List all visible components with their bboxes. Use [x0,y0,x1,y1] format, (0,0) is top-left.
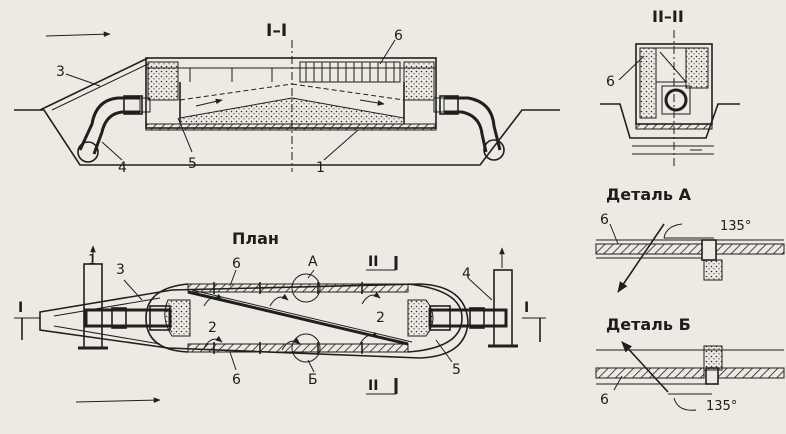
detail-b-flow-arrow [621,341,669,393]
detail-a-title: Деталь А [606,185,692,204]
sand-fill-left [147,61,179,101]
detail-a-flow-arrow [617,223,665,293]
flow-arrow-plan [75,397,161,403]
section-1-view: I–I 3 6 4 5 1 [14,21,560,176]
callout-1: 1 [316,160,325,176]
flow-arrow [45,31,111,37]
section-2-view: II–II 6 [600,7,740,166]
inlet-pipe [78,96,140,151]
plan-callout-3: 3 [116,262,125,278]
detail-a-callout-6: 6 [600,212,609,228]
detail-a-angle: 135° [720,219,751,234]
section-2-title: II–II [652,7,684,26]
plan-callout-6-bottom: 6 [232,372,241,388]
plan-inlet-riser [83,263,103,349]
detail-b-marker [291,333,321,363]
callout-4: 4 [118,160,127,176]
plan-callout-2-left: 2 [208,320,217,336]
detail-b-title: Деталь Б [606,315,691,334]
callout-6: 6 [394,28,403,44]
grate [299,61,401,83]
detail-a-marker [291,273,321,303]
plan-inlet-pipe [84,308,172,328]
detail-b-angle: 135° [706,399,737,414]
trench-outline [14,109,560,166]
plan-outline [39,283,469,359]
callout-3: 3 [56,64,65,80]
plan-mark-b: Б [308,372,318,388]
sand-fill-right [403,61,435,101]
plan-wall-top [187,283,409,293]
plan-outlet-riser [493,269,513,347]
outlet-pipe [444,96,502,151]
detail-b-view: Деталь Б 6 135° [595,315,785,414]
plan-wall-bottom [187,343,409,353]
section-1-title: I–I [266,21,287,41]
callout-5: 5 [188,156,197,172]
plan-callout-6-top: 6 [232,256,241,272]
plan-view: План [14,229,546,403]
plan-callout-4: 4 [462,266,471,282]
pipe-cross-section [664,88,688,112]
plan-callout-1: 1 [88,253,96,268]
plan-grate-marks [213,282,363,354]
foundation-slab [145,123,437,131]
plan-callout-5: 5 [452,362,461,378]
callout-6-section-2: 6 [606,74,615,90]
cut-mark-1-left: I [18,300,23,316]
detail-a-view: Деталь А 6 135° [595,185,785,293]
cut-mark-2-bottom: II [368,378,378,394]
cut-mark-2-top: II [368,254,378,270]
plan-mark-a: А [308,254,318,270]
cut-mark-1-right: I [524,300,529,316]
plan-callout-2-right: 2 [376,310,385,326]
plan-title: План [232,229,279,248]
detail-b-callout-6: 6 [600,392,609,408]
